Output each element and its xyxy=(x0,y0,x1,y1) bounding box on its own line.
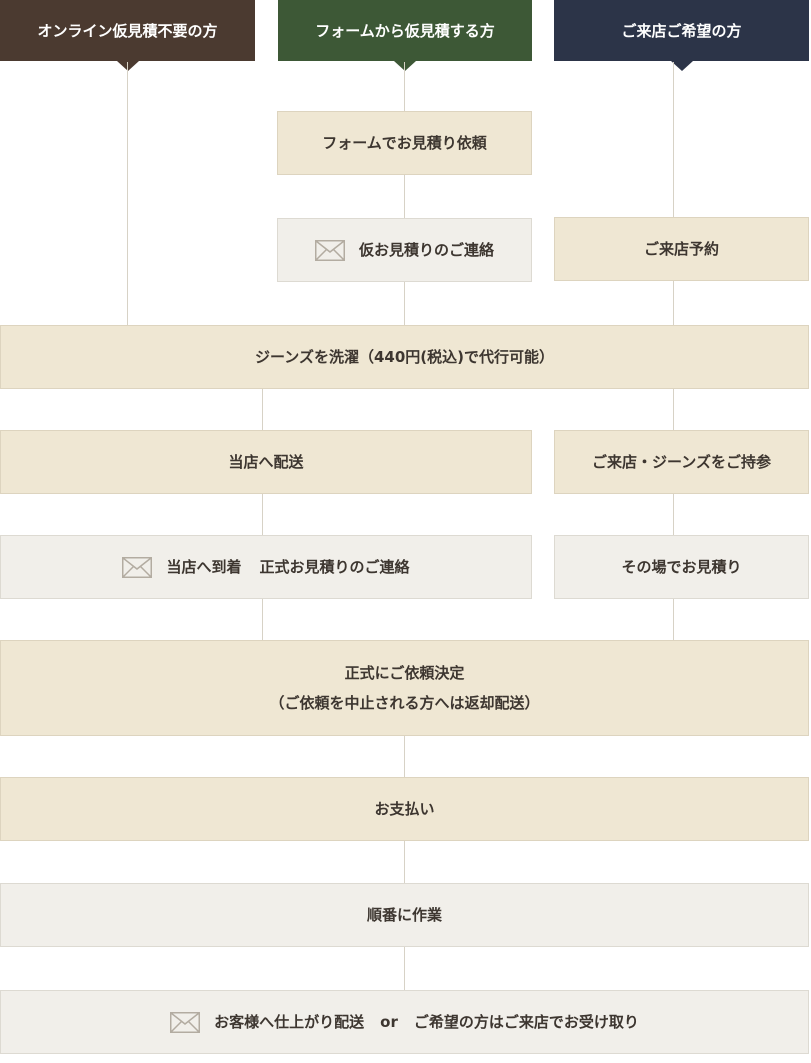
connector-payment-to-work xyxy=(404,841,405,883)
step-arrival-label: 当店へ到着 xyxy=(166,558,242,576)
connector-visit-to-reservation xyxy=(673,62,674,217)
header-form-label: フォームから仮見積する方 xyxy=(315,22,495,40)
connector-form-to-request xyxy=(404,62,405,111)
header-form-arrow xyxy=(394,61,416,71)
step-work: 順番に作業 xyxy=(0,883,809,947)
step-onsite-estimate-label: その場でお見積り xyxy=(621,558,742,576)
or-separator: or xyxy=(380,1013,398,1031)
connector-wash-to-ship xyxy=(262,389,263,430)
connector-bring-to-estimate xyxy=(673,494,674,535)
step-visit-reservation: ご来店予約 xyxy=(554,217,809,281)
step-payment-label: お支払い xyxy=(374,800,435,818)
step-provisional-contact-label: 仮お見積りのご連絡 xyxy=(358,241,494,259)
mail-icon xyxy=(170,1011,201,1033)
step-provisional-contact: 仮お見積りのご連絡 xyxy=(277,218,532,282)
step-onsite-estimate: その場でお見積り xyxy=(554,535,809,599)
connector-ship-to-arrival xyxy=(262,494,263,535)
mail-icon xyxy=(314,239,345,261)
header-online-label: オンライン仮見積不要の方 xyxy=(37,22,218,40)
header-visit-label: ご来店ご希望の方 xyxy=(621,22,742,40)
connector-estimate-to-decision xyxy=(673,599,674,640)
connector-online-to-wash xyxy=(127,62,128,325)
step-formal-contact-label: 正式お見積りのご連絡 xyxy=(259,558,410,576)
header-store-visit: ご来店ご希望の方 xyxy=(554,0,809,71)
step-decision: 正式にご依頼決定 （ご依頼を中止される方へは返却配送） xyxy=(0,640,809,736)
connector-arrival-to-decision xyxy=(262,599,263,640)
step-pickup-label: ご希望の方はご来店でお受け取り xyxy=(413,1013,639,1031)
step-decision-line1: 正式にご依頼決定 xyxy=(344,664,465,682)
header-visit-arrow xyxy=(670,61,693,71)
mail-icon xyxy=(122,556,153,578)
step-arrival-formal-contact: 当店へ到着 正式お見積りのご連絡 xyxy=(0,535,532,599)
header-form-estimate: フォームから仮見積する方 xyxy=(278,0,532,71)
step-work-label: 順番に作業 xyxy=(366,906,442,924)
step-decision-line2: （ご依頼を中止される方へは返却配送） xyxy=(269,694,540,712)
connector-request-to-contact xyxy=(404,175,405,218)
connector-wash-to-bring xyxy=(673,389,674,430)
connector-decision-to-payment xyxy=(404,736,405,777)
step-bring-jeans: ご来店・ジーンズをご持参 xyxy=(554,430,809,494)
header-online-no-estimate: オンライン仮見積不要の方 xyxy=(0,0,255,71)
step-ship-to-store-label: 当店へ配送 xyxy=(228,453,304,471)
step-delivery-label: お客様へ仕上がり配送 xyxy=(214,1013,365,1031)
step-ship-to-store: 当店へ配送 xyxy=(0,430,532,494)
connector-reservation-to-wash xyxy=(673,281,674,325)
step-bring-jeans-label: ご来店・ジーンズをご持参 xyxy=(592,453,771,471)
step-visit-reservation-label: ご来店予約 xyxy=(643,240,719,258)
step-wash-option-label: ジーンズを洗濯（440円(税込)で代行可能） xyxy=(255,348,554,366)
step-form-request: フォームでお見積り依頼 xyxy=(277,111,532,175)
step-delivery-or-pickup: お客様へ仕上がり配送 or ご希望の方はご来店でお受け取り xyxy=(0,990,809,1054)
step-form-request-label: フォームでお見積り依頼 xyxy=(322,134,487,152)
step-payment: お支払い xyxy=(0,777,809,841)
connector-work-to-delivery xyxy=(404,947,405,990)
step-wash-option: ジーンズを洗濯（440円(税込)で代行可能） xyxy=(0,325,809,389)
connector-contact-to-wash xyxy=(404,282,405,325)
